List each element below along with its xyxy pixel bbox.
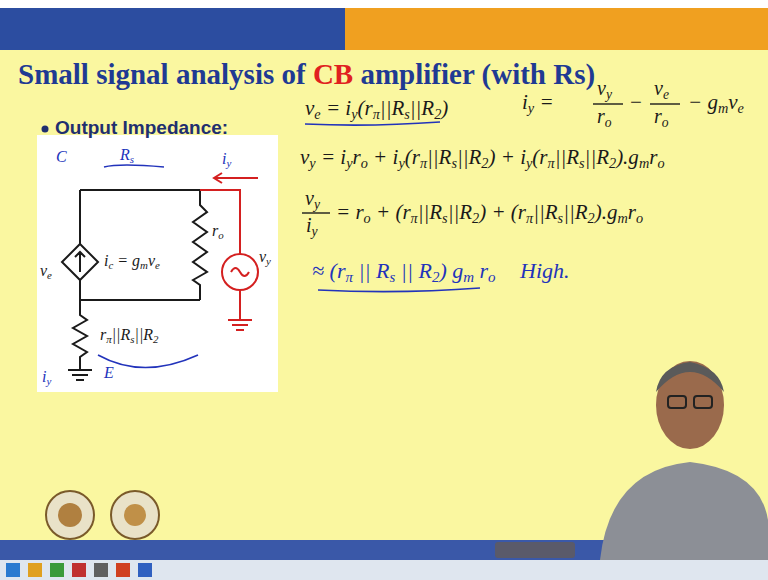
equation: iy = (522, 90, 554, 114)
fraction-numerator: vy (305, 187, 320, 210)
equation: vy = iyro + iy(rπ||Rs||R2) + iy(rπ||Rs||… (300, 145, 665, 169)
handwritten-note: ≈ (rπ || Rs || R2) gm ro (312, 258, 496, 283)
header-bands (0, 0, 768, 50)
handwritten-label: Rs (120, 146, 134, 164)
fraction-denominator: iy (306, 214, 318, 237)
fraction-denominator: ro (597, 105, 612, 128)
fraction-denominator: ro (654, 105, 669, 128)
equation: = ro + (rπ||Rs||R2) + (rπ||Rs||R2).gmro (336, 200, 643, 224)
slide-title: Small signal analysis of CB amplifier (w… (18, 58, 595, 91)
terminal-label: E (104, 364, 114, 382)
presenter (600, 361, 768, 560)
resistor-label: ro (212, 222, 224, 240)
terminal-label: C (56, 148, 67, 166)
equation: − gmve (688, 90, 744, 114)
dependent-source-label: ic = gmve (104, 252, 160, 270)
circuit-schematic (37, 135, 278, 392)
source-label: vy (259, 248, 271, 266)
current-label: iy (42, 368, 51, 386)
bullet-heading: Output Impedance: (55, 117, 228, 139)
minus-sign: − (630, 90, 642, 114)
resistor-label: rπ||Rs||R2 (100, 326, 159, 344)
node-voltage-label: ve (40, 262, 52, 280)
current-label: iy (222, 150, 231, 168)
fraction-numerator: ve (654, 77, 669, 100)
fraction-numerator: vy (597, 77, 612, 100)
equation: ve = iy(rπ||Rs||R2) (305, 96, 448, 120)
handwritten-note: High. (520, 258, 570, 283)
